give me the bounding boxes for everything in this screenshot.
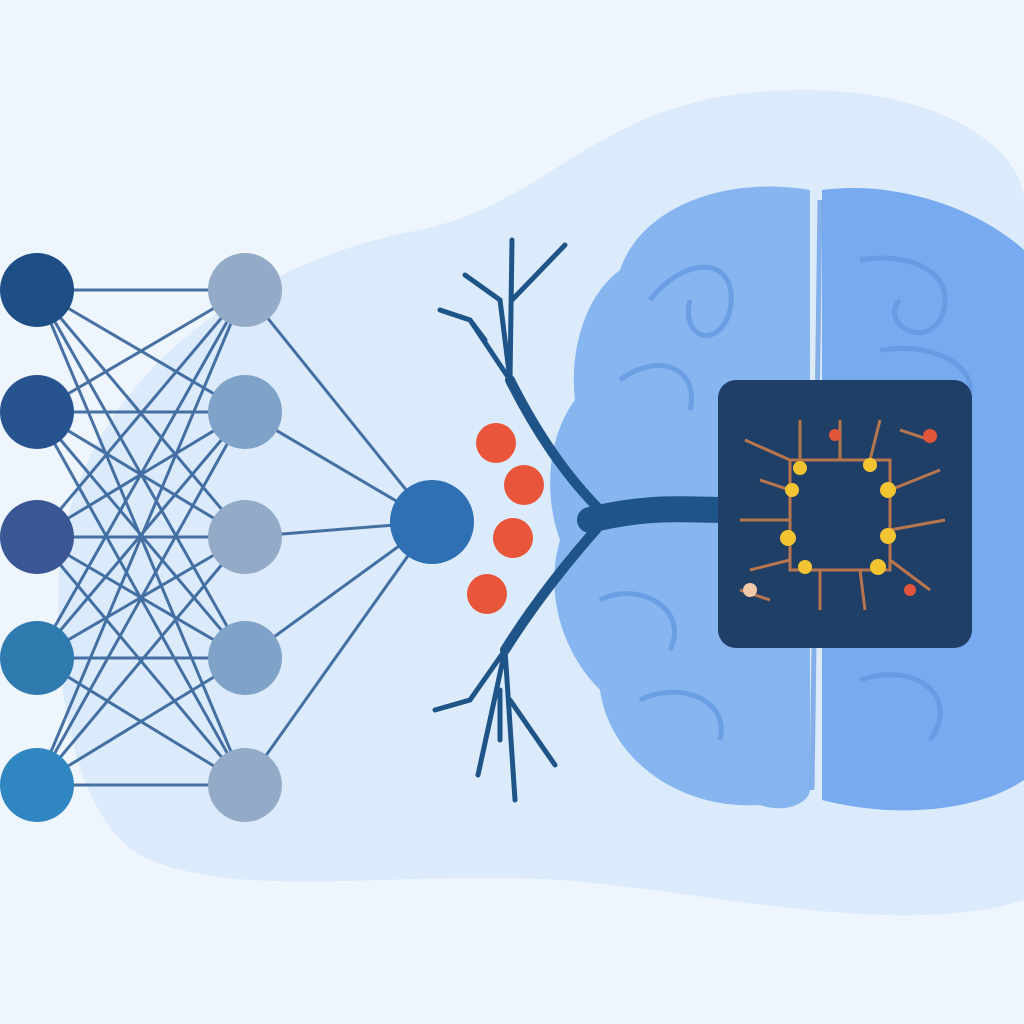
network-edge (35, 536, 247, 786)
output-node (390, 480, 474, 564)
network-edge (243, 521, 434, 786)
network-edge (36, 288, 246, 414)
input-node (0, 253, 74, 327)
chip-icon (718, 380, 972, 648)
neural-network-icon (0, 253, 474, 822)
input-node (0, 748, 74, 822)
network-edge (35, 289, 247, 659)
hidden-node (208, 500, 282, 574)
network-edge (243, 289, 434, 523)
network-edge (35, 289, 247, 538)
hidden-node (208, 375, 282, 449)
chip-body (718, 380, 972, 648)
network-edge (35, 411, 247, 786)
chip-pads (780, 458, 896, 575)
network-edge (36, 656, 246, 787)
signal-dots (467, 423, 544, 614)
hidden-node (208, 253, 282, 327)
input-node (0, 500, 74, 574)
signal-dot (467, 574, 507, 614)
hidden-node (208, 748, 282, 822)
hidden-node (208, 621, 282, 695)
signal-dot (476, 423, 516, 463)
input-node (0, 621, 74, 695)
signal-dot (504, 465, 544, 505)
network-edge (35, 289, 247, 786)
neuron-icon (432, 237, 738, 803)
input-node (0, 375, 74, 449)
chip-traces (739, 419, 946, 611)
brain-folds (598, 199, 973, 791)
signal-dot (493, 518, 533, 558)
chip-red-components (743, 429, 937, 597)
